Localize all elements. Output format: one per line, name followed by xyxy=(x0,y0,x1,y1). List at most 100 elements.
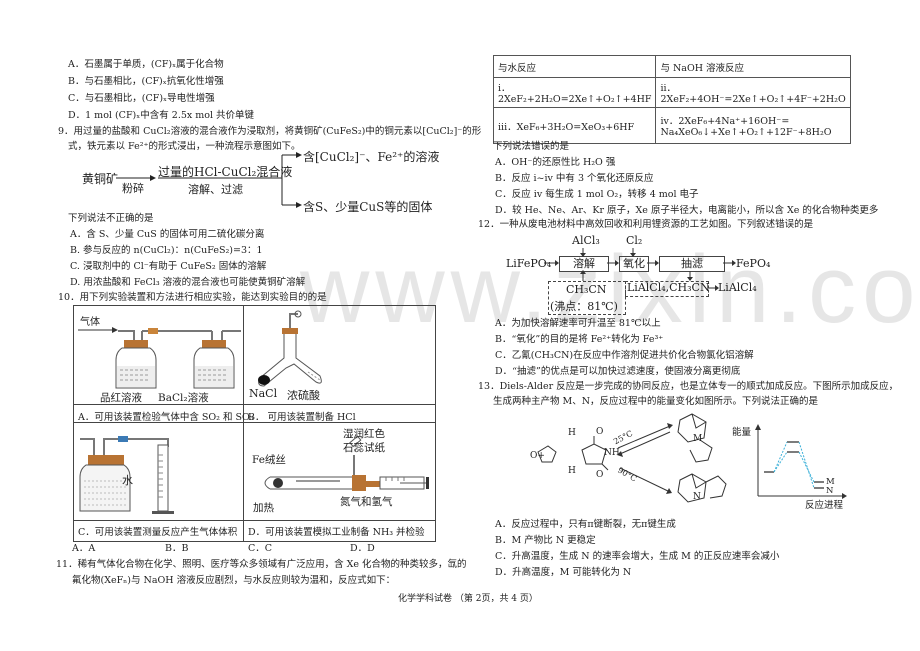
caption-c: C．可用该装置测量反应产生气体体积 xyxy=(78,527,238,538)
q10-choice-b: B．B xyxy=(165,543,189,554)
input-lifepo4: LiFePO₄ xyxy=(506,257,552,270)
reagent-cl2: Cl₂ xyxy=(626,234,643,247)
q11-option-d: D．较 He、Ne、Ar、Kr 原子，Xe 原子半径大，电离能小，所以含 Xe … xyxy=(495,205,879,216)
q9-option-c: C. 浸取剂中的 Cl⁻有助于 CuFeS₂ 固体的溶解 xyxy=(70,261,267,272)
diels-alder-scheme xyxy=(537,413,727,503)
flow-start: 黄铜矿 xyxy=(82,172,119,186)
q8-option-d: D．1 mol (CF)ₓ中含有 2.5x mol 共价单键 xyxy=(68,110,255,121)
reaction-iii: iii．XeF₆+3H₂O=XeO₃+6HF xyxy=(492,107,657,144)
label-n2-h2: 氮气和氢气 xyxy=(340,496,393,508)
energy-diagram xyxy=(755,424,847,499)
q12-option-b: B．“氧化”的目的是将 Fe²⁺转化为 Fe³⁺ xyxy=(495,334,664,345)
filtrate-box xyxy=(625,281,709,297)
h-label-1: H xyxy=(568,428,576,438)
q12-option-a: A．为加快溶解速率可升温至 81℃以上 xyxy=(495,318,661,329)
grid-divider-h3 xyxy=(73,520,435,521)
label-litmus-2: 石蕊试纸 xyxy=(343,442,385,454)
q12-option-c: C．乙氰(CH₃CN)在反应中作溶剂促进共价化合物氯化铝溶解 xyxy=(495,350,754,361)
label-pinhong: 品红溶液 xyxy=(100,392,142,404)
q13-option-d: D．升高温度，M 可能转化为 N xyxy=(495,567,632,578)
q8-option-c: C．与石墨相比，(CF)ₓ导电性增强 xyxy=(68,93,215,104)
q11-reaction-table: 与水反应 与 NaOH 溶液反应 i．2XeF₂+2H₂O=2Xe↑+O₂↑+4… xyxy=(492,55,851,144)
page-footer: 化学学科试卷 （第 2页，共 4 页） xyxy=(398,594,538,604)
nh-label: NH xyxy=(604,448,620,458)
label-gas: 气体 xyxy=(80,317,100,328)
q10-stem: 10．用下列实验装置和方法进行相应实验，能达到实验目的的是 xyxy=(58,292,327,303)
q13-option-c: C．升高温度，生成 N 的速率会增大，生成 M 的正反应速率会减小 xyxy=(495,551,780,562)
flow-out-bottom: 含S、少量CuS等的固体 xyxy=(303,200,433,214)
q12-flow-arrows xyxy=(544,248,736,281)
q13-stem-line2: 生成两种主产物 M、N，反应过程中的能量变化如图所示。下列说法正确的是 xyxy=(493,396,819,407)
table-header-naoh: 与 NaOH 溶液反应 xyxy=(655,55,851,78)
flow-step1: 粉碎 xyxy=(122,182,144,195)
flow-branch-arrows xyxy=(281,152,302,208)
watermark: www.zixin.com.cn xyxy=(300,236,920,343)
q11-option-c: C．反应 iv 每生成 1 mol O₂，转移 4 mol 电子 xyxy=(495,189,699,200)
reaction-ii: ii．2XeF₂+4OH⁻=2Xe↑+O₂↑+4F⁻+2H₂O xyxy=(655,77,851,108)
q9-option-b: B. 参与反应的 n(CuCl₂)：n(CuFeS₂)=3：1 xyxy=(70,245,263,256)
caption-a: A．可用该装置检验气体中含 SO₂ 和 SO₃ xyxy=(78,412,254,423)
output-fepo4: FePO₄ xyxy=(736,257,771,270)
table-header-water: 与水反应 xyxy=(492,55,657,78)
solvent-box xyxy=(548,281,626,315)
product-m-label: M xyxy=(693,434,703,444)
reaction-i: i．2XeF₂+2H₂O=2Xe↑+O₂↑+4HF xyxy=(492,77,657,108)
apparatus-a-gas-bottles xyxy=(78,327,241,389)
flow-out-top: 含[CuCl₂]⁻、Fe²⁺的溶液 xyxy=(303,150,440,164)
flow-reagent: 过量的HCl-CuCl₂混合液 xyxy=(158,165,293,179)
apparatus-d-ammonia-synthesis xyxy=(264,435,429,491)
q10-choice-d: D．D xyxy=(350,543,375,554)
o-label-1: O xyxy=(596,427,604,437)
output-lialcl4: LiAlCl₄ xyxy=(718,281,757,294)
apparatus-b-y-tube xyxy=(258,310,322,387)
label-heat: 加热 xyxy=(253,502,274,514)
q9-option-a: A．含 S、少量 CuS 的固体可用二硫化碳分离 xyxy=(70,229,265,240)
flow-step2: 溶解、过滤 xyxy=(188,183,243,196)
q12-option-d: D．“抽滤”的优点是可以加快过滤速度，使固液分离更彻底 xyxy=(495,366,741,377)
reaction-iv-line1: iv．2XeF₆+4Na⁺+16OH⁻= xyxy=(660,116,790,127)
grid-divider-v xyxy=(243,305,244,541)
label-conc-h2so4: 浓硫酸 xyxy=(287,389,320,402)
solvent-name: CH₃CN xyxy=(566,283,607,296)
flow-arrows xyxy=(116,175,282,181)
apparatus-c-gas-measurement xyxy=(79,436,174,514)
q13-option-a: A．反应过程中，只有π键断裂，无π键生成 xyxy=(495,519,676,530)
label-fe-wool: Fe绒丝 xyxy=(252,454,286,466)
q12-stem: 12．一种从废电池材料中高效回收和利用锂资源的工艺如图。下列叙述错误的是 xyxy=(478,219,814,230)
box-filter: 抽滤 xyxy=(659,256,725,272)
reaction-iv: iv．2XeF₆+4Na⁺+16OH⁻= Na₄XeO₆↓+Xe↑+O₂↑+12… xyxy=(655,107,851,144)
grid-divider-h1 xyxy=(73,404,435,405)
grid-divider-h2 xyxy=(73,422,435,423)
q10-choice-a: A．A xyxy=(72,543,96,554)
h-label-2: H xyxy=(568,466,576,476)
q9-question: 下列说法不正确的是 xyxy=(68,213,154,224)
apparatus-grid xyxy=(73,305,436,542)
label-bacl2: BaCl₂溶液 xyxy=(158,392,209,404)
furan-plus: O+ xyxy=(530,451,545,461)
label-water: 水 xyxy=(122,474,133,487)
solvent-bp: (沸点：81℃) xyxy=(550,300,618,313)
energy-ylabel: 能量 xyxy=(732,427,752,438)
filtrate-arrow xyxy=(708,285,719,291)
q11-question: 下列说法错误的是 xyxy=(493,141,570,152)
energy-label-n: N xyxy=(826,486,834,496)
box-oxidize: 氧化 xyxy=(619,256,649,272)
q13-option-b: B．M 产物比 N 更稳定 xyxy=(495,535,596,546)
caption-b: B． 可用该装置制备 HCl xyxy=(248,412,356,423)
reagent-alcl3: AlCl₃ xyxy=(572,234,600,247)
o-label-2: O xyxy=(596,470,604,480)
q13-stem-line1: 13．Diels-Alder 反应是一步完成的协同反应，也是立体专一的顺式加成反… xyxy=(478,381,899,392)
q11-option-a: A．OH⁻的还原性比 H₂O 强 xyxy=(495,157,616,168)
reaction-iv-line2: Na₄XeO₆↓+Xe↑+O₂↑+12F⁻+8H₂O xyxy=(660,127,832,138)
product-n-label: N xyxy=(693,492,701,502)
q8-option-b: B．与石墨相比，(CF)ₓ抗氧化性增强 xyxy=(68,76,224,87)
q10-choice-c: C．C xyxy=(248,543,273,554)
q9-stem-line2: 式，铁元素以 Fe²⁺的形式浸出，一种流程示意图如下。 xyxy=(68,141,301,152)
energy-xlabel: 反应进程 xyxy=(805,500,844,511)
q9-stem-line1: 9．用过量的盐酸和 CuCl₂溶液的混合液作为浸取剂，将黄铜矿(CuFeS₂)中… xyxy=(58,126,482,137)
filtrate-label: LiAlCl₄,CH₃CN xyxy=(627,281,710,294)
q9-option-d: D. 用浓盐酸和 FeCl₃ 溶液的混合液也可能使黄铜矿溶解 xyxy=(70,277,306,288)
energy-label-m: M xyxy=(826,477,835,487)
q11-option-b: B．反应 i~iv 中有 3 个氧化还原反应 xyxy=(495,173,654,184)
q11-stem-line2: 氟化物(XeFₙ)与 NaOH 溶液反应剧烈，与水反应则较为温和，反应式如下： xyxy=(72,575,396,586)
